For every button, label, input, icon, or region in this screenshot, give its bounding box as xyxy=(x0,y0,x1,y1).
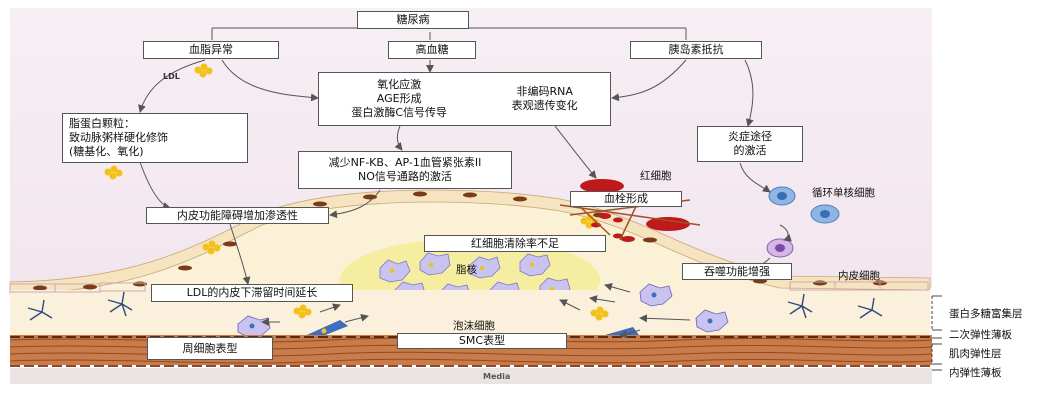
layer-label-proteoglycan: 蛋白多糖富集层 xyxy=(949,308,1023,320)
layer-label-muscular-elastic: 肌肉弹性层 xyxy=(949,348,1002,360)
endothelial-cell-row xyxy=(9,281,929,293)
ldl-retention-box: LDL的内皮下滞留时间延长 xyxy=(151,284,353,302)
mechanism-box: 氧化应激 AGE形成 蛋白激酶C信号传导 非编码RNA 表观遗传变化 xyxy=(318,72,611,126)
phagocytosis-box: 吞噬功能增强 xyxy=(682,263,792,280)
dyslipidemia-box: 血脂异常 xyxy=(143,41,279,59)
lipid-core-label: 脂核 xyxy=(456,264,477,276)
pericyte-phenotype-box: 周细胞表型 xyxy=(147,337,273,360)
foam-cell-label: 泡沫细胞 xyxy=(453,320,495,332)
smc-phenotype-box: SMC表型 xyxy=(397,333,567,349)
layer-indicators xyxy=(931,295,942,371)
inflammation-box: 炎症途径 的激活 xyxy=(697,126,803,162)
endothelial-dysfunction-box: 内皮功能障碍增加渗透性 xyxy=(146,207,329,224)
rbc-label: 红细胞 xyxy=(640,170,672,182)
ldl-label: LDL xyxy=(163,72,180,81)
thrombus-box: 血栓形成 xyxy=(570,191,682,207)
monocyte-label: 循环单核细胞 xyxy=(812,187,875,199)
layer-label-internal-elastic: 内弹性薄板 xyxy=(949,367,1002,379)
layer-label-second-elastic: 二次弹性薄板 xyxy=(949,329,1012,341)
media-label: Media xyxy=(483,372,511,381)
mechanism-right-text: 非编码RNA 表观遗传变化 xyxy=(511,85,578,112)
macrophage-nuclei xyxy=(249,292,713,329)
hyperglycemia-box: 高血糖 xyxy=(388,41,476,59)
dendritic-cells xyxy=(27,291,883,321)
media-layer xyxy=(10,368,932,384)
insulin-resistance-box: 胰岛素抵抗 xyxy=(630,41,762,59)
diabetes-box: 糖尿病 xyxy=(357,11,469,29)
mechanism-left-text: 氧化应激 AGE形成 蛋白激酶C信号传导 xyxy=(351,78,448,119)
nfkb-box: 减少NF-KB、AP-1血管紧张素II NO信号通路的激活 xyxy=(298,151,512,189)
endothelial-cell-label: 内皮细胞 xyxy=(838,270,880,282)
circulating-monocytes xyxy=(766,186,840,258)
lipoprotein-box: 脂蛋白颗粒： 致动脉粥样硬化修饰 (糖基化、氧化) xyxy=(62,113,248,163)
rbc-clearance-box: 红细胞清除率不足 xyxy=(424,235,606,252)
